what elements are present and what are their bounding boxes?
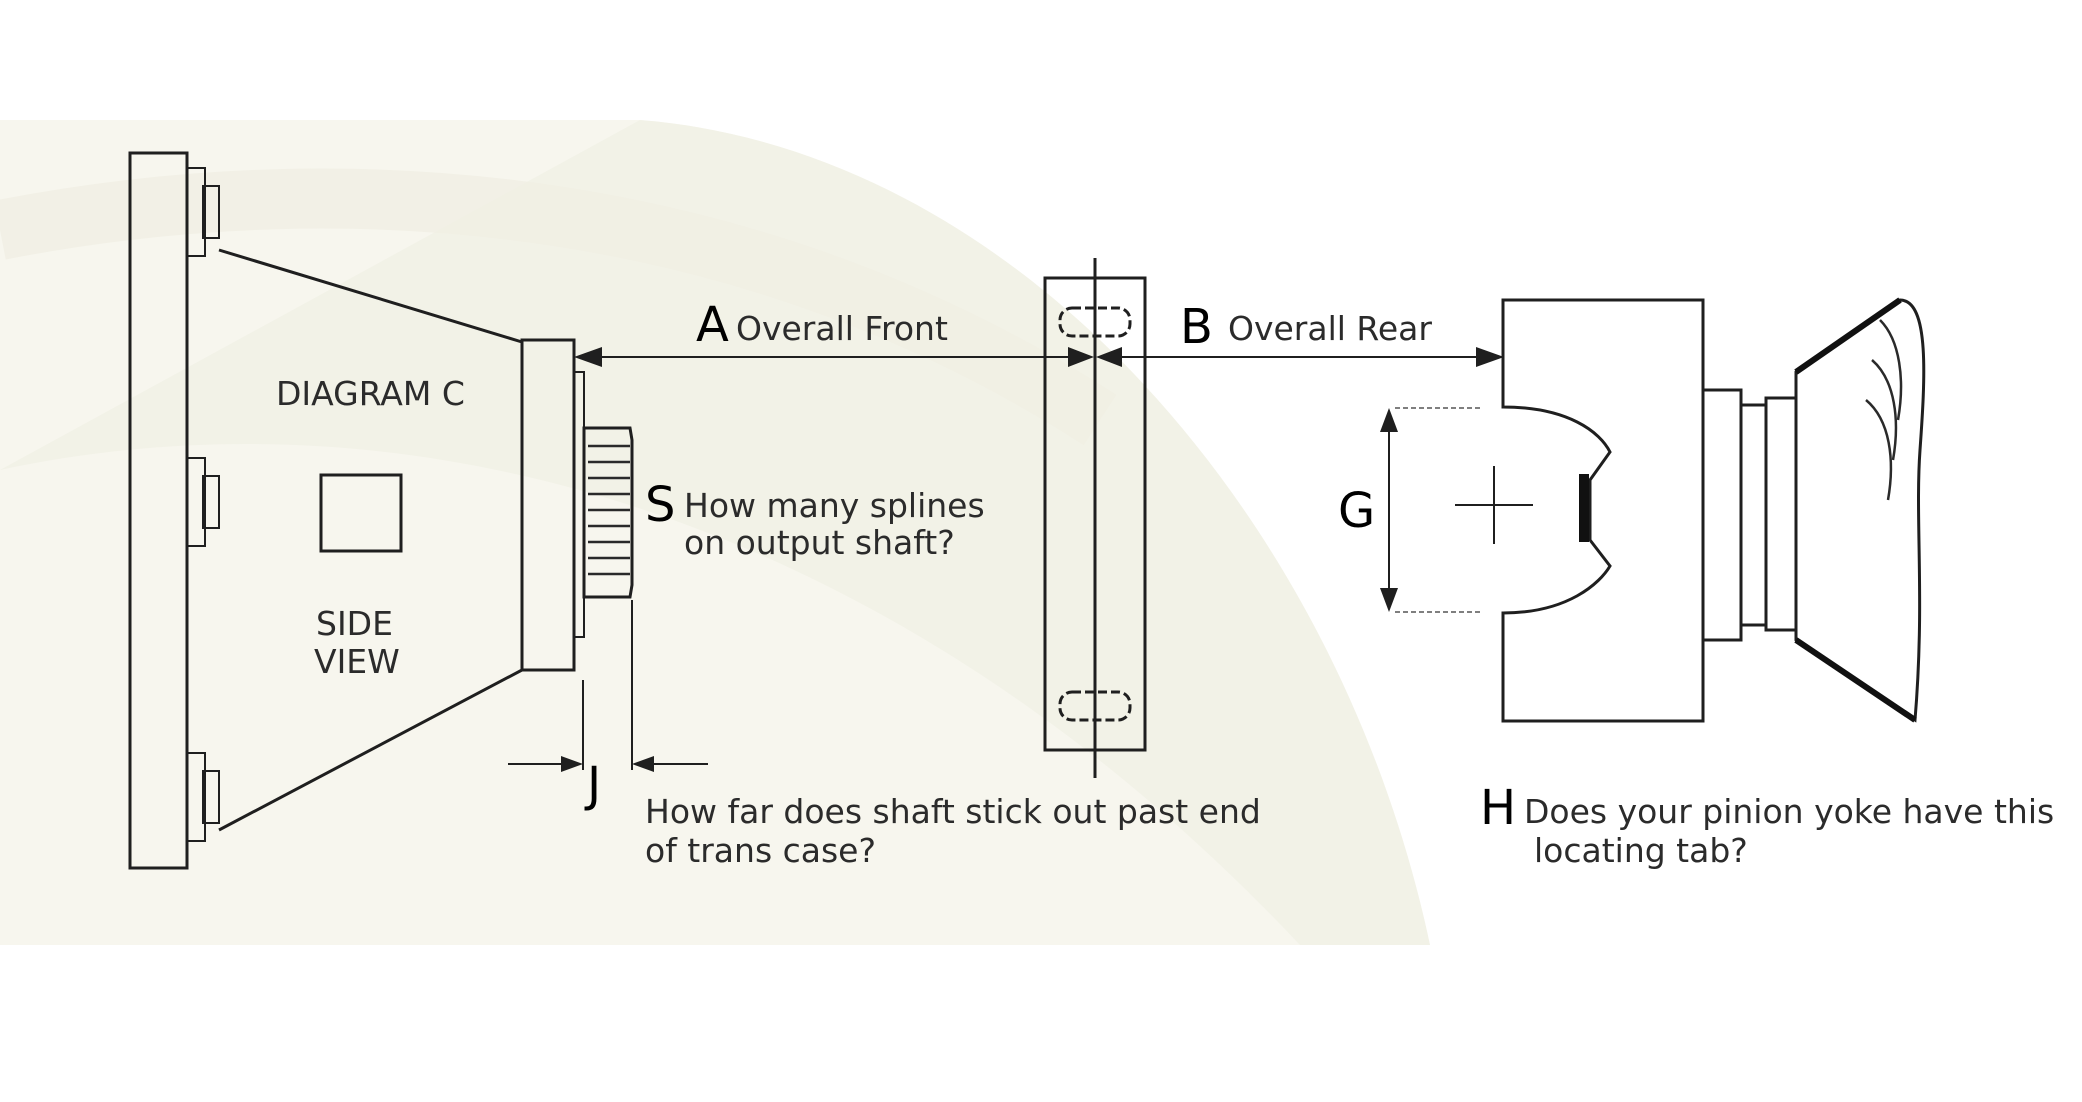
overall-front-label: Overall Front [736,309,948,348]
overall-dimension-line [574,347,1504,367]
pinion-tab-question-line-1: Does your pinion yoke have this [1524,792,2054,831]
letter-h: H [1480,780,1516,836]
letter-j: J [584,757,601,813]
background-swoosh [0,120,1430,945]
splines-question-line-1: How many splines [684,486,985,525]
bolt-top [186,167,220,257]
center-support-plate [1043,258,1147,778]
bolt-bottom [186,752,220,842]
letter-s: S [645,477,675,533]
overall-rear-label: Overall Rear [1228,309,1432,348]
side-view-label-line-2: VIEW [314,642,400,681]
pinion-yoke [1380,297,1926,723]
letter-a: A [696,297,729,353]
shaft-stick-out-question-line-2: of trans case? [645,831,876,870]
pinion-tab-question-line-2: locating tab? [1534,831,1748,870]
locating-tab [1579,474,1589,542]
side-view-label-line-1: SIDE [316,604,393,643]
window-square [319,473,403,553]
splined-output-shaft [573,371,634,638]
letter-b: B [1180,299,1213,355]
splines-question-line-2: on output shaft? [684,523,955,562]
j-dimension [508,600,708,772]
bolt-middle [186,457,220,547]
letter-g: G [1338,483,1375,539]
transmission-side-view [128,151,634,870]
diagram-title: DIAGRAM C [276,374,465,413]
shaft-stick-out-question-line-1: How far does shaft stick out past end [645,792,1261,831]
